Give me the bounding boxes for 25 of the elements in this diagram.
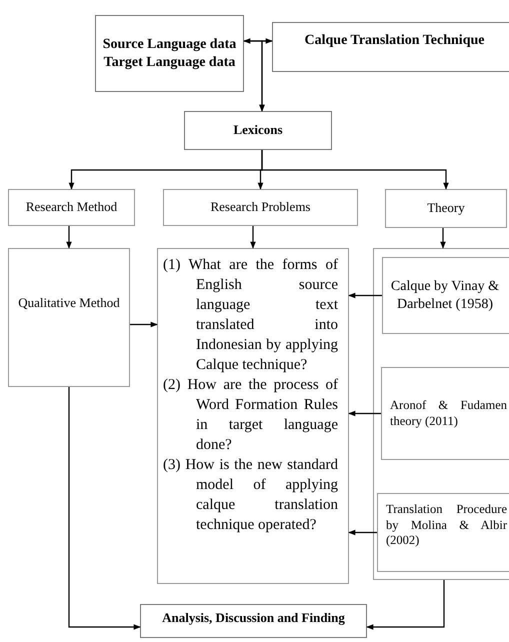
- process-box: Analysis, Discussion and Finding: [140, 604, 367, 638]
- process-box: Aronof & Fudamen theory (2011): [381, 367, 509, 460]
- process-box: Research Problems: [163, 189, 358, 226]
- process-box: Translation Procedure by Molina & Albir (2002): [377, 493, 509, 572]
- arrow: [348, 292, 382, 298]
- arrow: [348, 410, 381, 416]
- question-list-box: (1) What are the forms of English source language text translated into Indonesian by applying Calque technique? (2) How are the process of Word Formation Rules in target language done? (3) How is the new standard model of applying calque translation technique operated?: [157, 248, 349, 584]
- process-box: Calque by Vinay & Darbelnet (1958): [382, 257, 509, 334]
- group-box: [373, 248, 509, 580]
- arrow: [259, 40, 272, 112]
- arrow: [348, 530, 377, 536]
- arrow: [68, 387, 141, 630]
- arrow: [261, 150, 449, 190]
- process-box: Qualitative Method: [8, 248, 130, 387]
- arrow: [243, 38, 273, 44]
- arrow: [440, 228, 446, 249]
- process-box: Research Method: [8, 189, 135, 226]
- arrow: [66, 226, 72, 249]
- arrow: [130, 322, 158, 328]
- process-box: Lexicons: [184, 111, 332, 150]
- process-box: Calque Translation Technique: [272, 22, 509, 72]
- arrow: [250, 226, 256, 249]
- process-box: Source Language data Target Language data: [95, 15, 244, 92]
- arrow: [366, 580, 445, 630]
- process-box: Theory: [385, 189, 507, 228]
